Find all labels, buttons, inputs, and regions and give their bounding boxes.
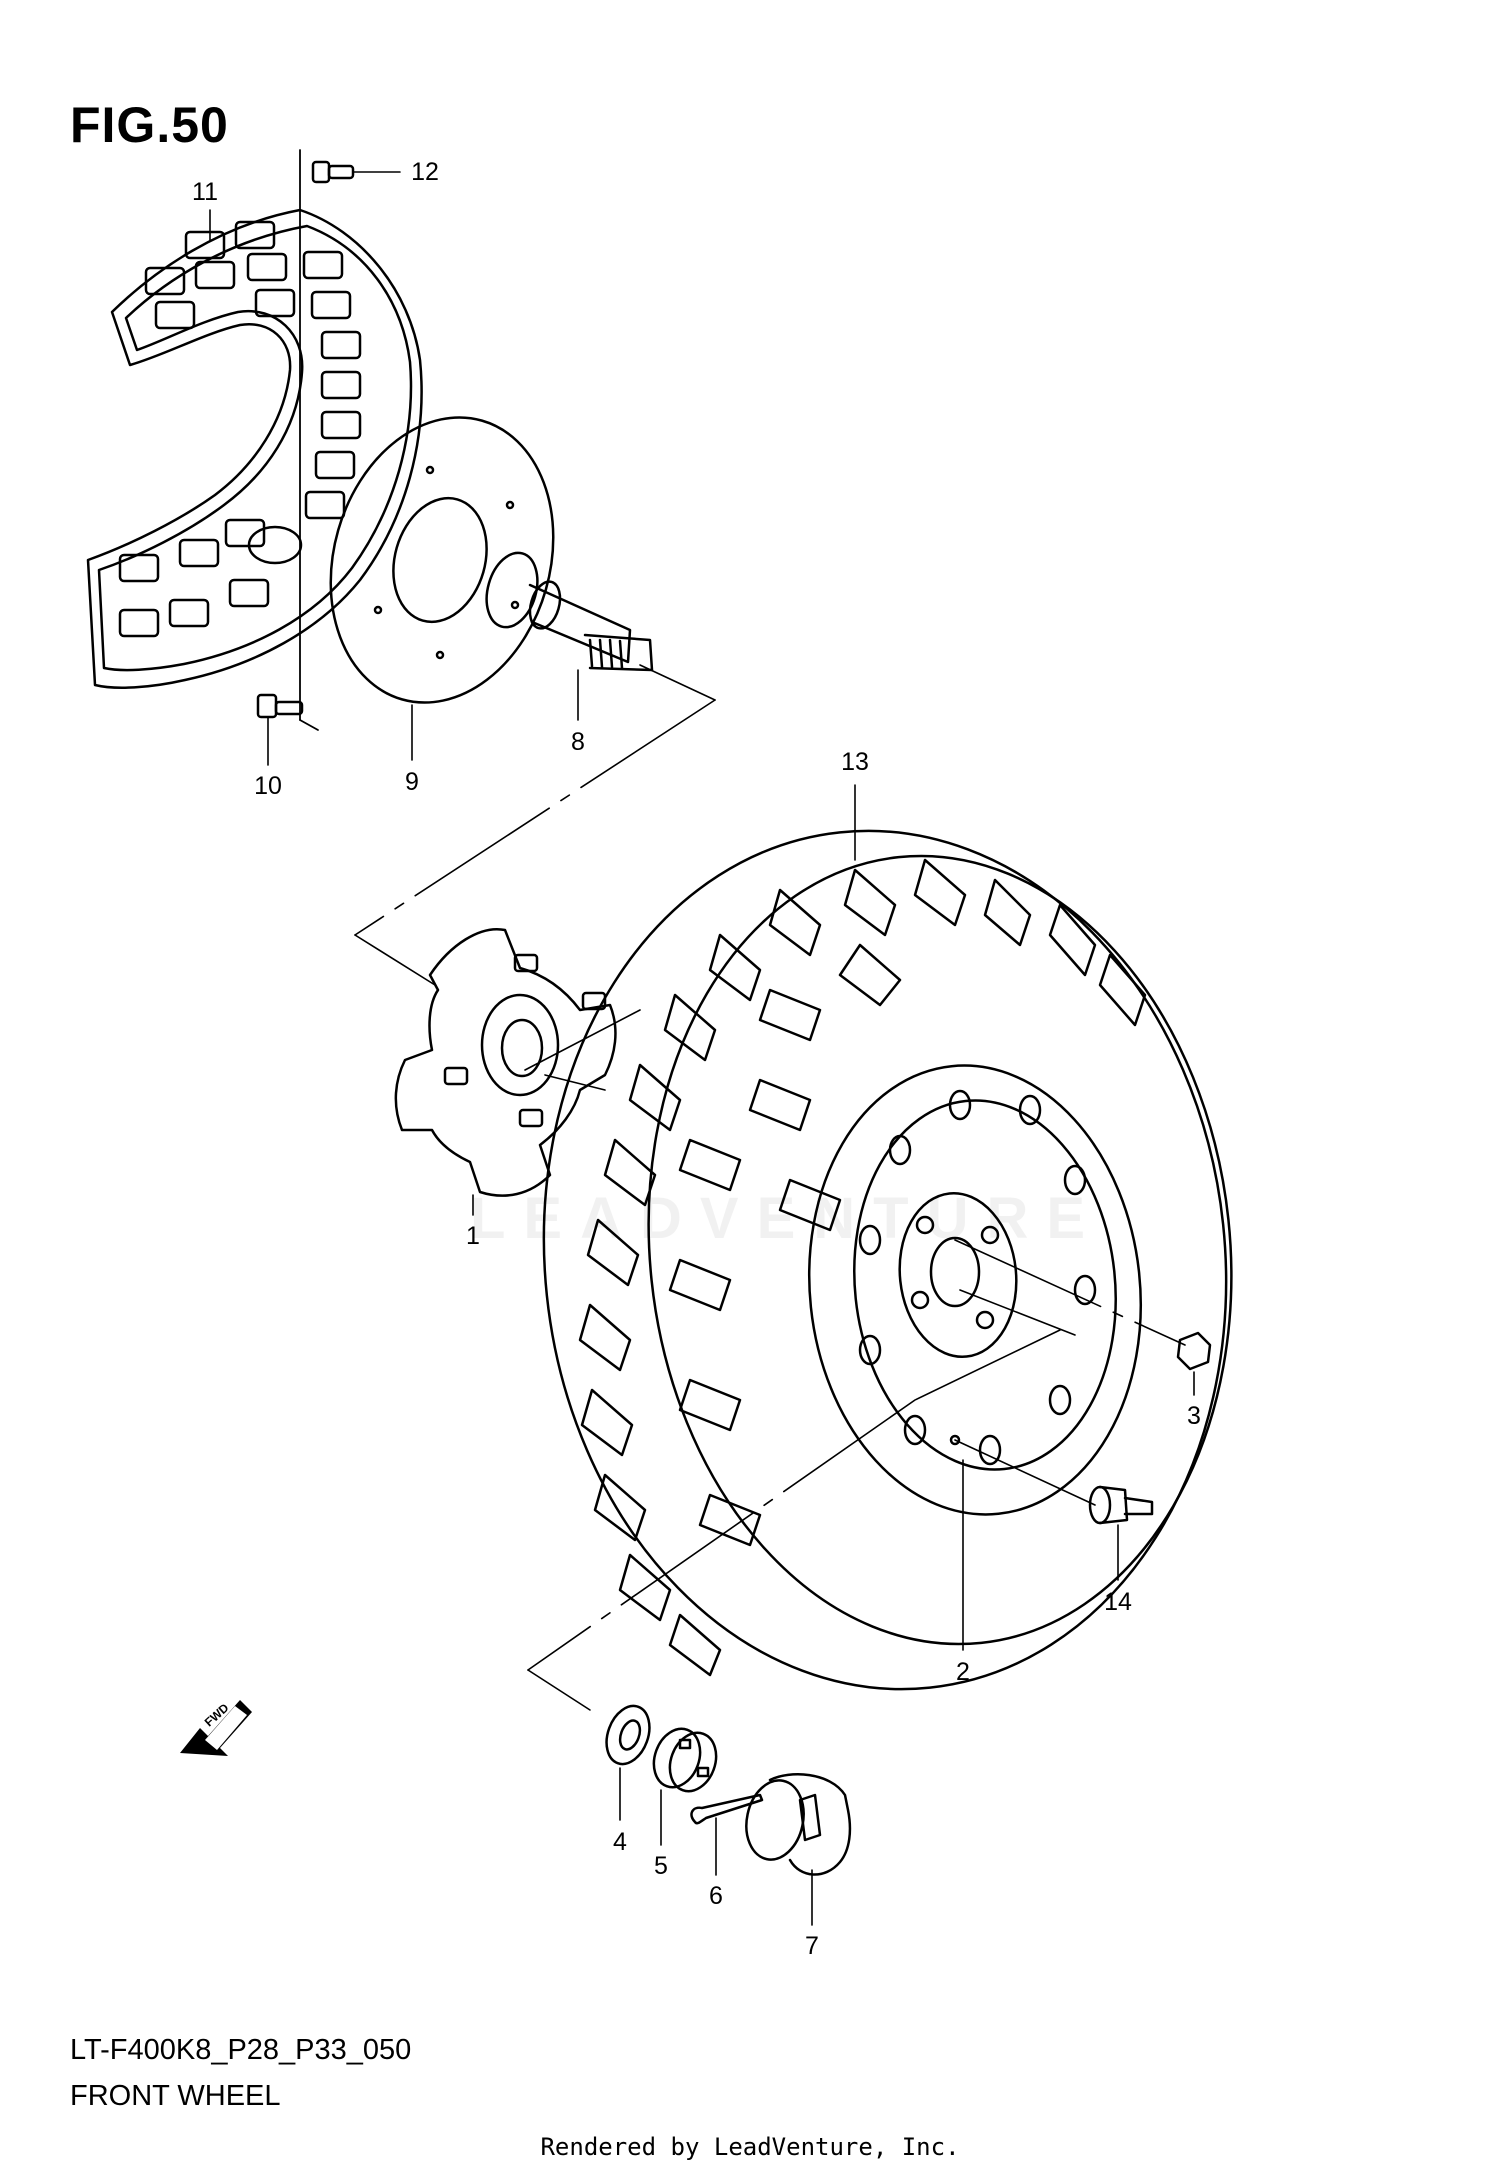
bolt-12 <box>311 160 401 184</box>
callout-5: 5 <box>654 1852 668 1880</box>
callout-1: 1 <box>466 1222 480 1250</box>
callout-6: 6 <box>709 1882 723 1910</box>
callout-leaders <box>209 209 856 861</box>
callout-9: 9 <box>405 768 419 796</box>
brake-disc <box>329 416 555 761</box>
bolt-10 <box>256 693 304 766</box>
cotter-pin <box>690 1793 764 1876</box>
callout-11: 11 <box>192 178 218 206</box>
wheel-hub <box>394 927 617 1216</box>
callout-2: 2 <box>956 1658 970 1686</box>
axle-shaft <box>485 551 654 721</box>
hub-cap <box>745 1773 852 1926</box>
rendered-by-credit: Rendered by LeadVenture, Inc. <box>540 2133 960 2161</box>
callout-3: 3 <box>1187 1402 1201 1430</box>
callout-12: 12 <box>411 158 439 186</box>
valve-stem <box>1088 1485 1154 1581</box>
wheel-rim <box>807 1064 1143 1651</box>
assembly-guide-lines <box>354 664 1186 1711</box>
figure-model-code: LT-F400K8_P28_P33_050 <box>70 2034 412 2066</box>
figure-title: FIG.50 <box>70 97 229 153</box>
fwd-arrow-icon <box>180 1700 252 1756</box>
brake-disc-guard <box>86 149 423 731</box>
washer <box>605 1704 651 1821</box>
figure-name: FRONT WHEEL <box>70 2080 281 2112</box>
nut-3 <box>1176 1331 1212 1396</box>
callout-8: 8 <box>571 728 585 756</box>
callout-13: 13 <box>841 748 869 776</box>
tire <box>542 829 1233 1691</box>
callout-10: 10 <box>254 772 282 800</box>
callout-4: 4 <box>613 1828 627 1856</box>
castle-nut <box>652 1727 718 1846</box>
callout-14: 14 <box>1104 1588 1132 1616</box>
callout-7: 7 <box>805 1932 819 1960</box>
